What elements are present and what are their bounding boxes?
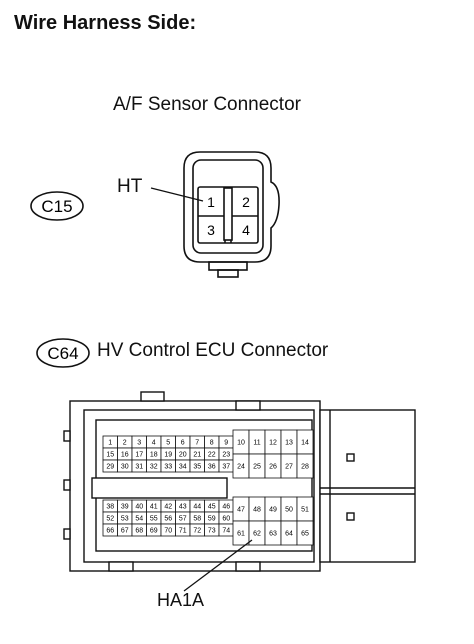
af-pin-4: 4 (242, 222, 250, 238)
c64-code: C64 (47, 344, 78, 363)
ecu-pin-44: 44 (193, 504, 201, 511)
af-sensor-pins: 1 2 3 4 (207, 194, 250, 238)
ecu-pin-30: 30 (121, 464, 129, 471)
ecu-pin-19: 19 (164, 452, 172, 459)
af-sensor-connector-body (183, 151, 280, 278)
ecu-pin-55: 55 (150, 516, 158, 523)
ecu-pin-17: 17 (135, 452, 143, 459)
ecu-pin-14: 14 (301, 440, 309, 447)
ecu-pin-38: 38 (106, 504, 114, 511)
ecu-pin-18: 18 (150, 452, 158, 459)
ecu-pin-53: 53 (121, 516, 129, 523)
ecu-pin-12: 12 (269, 440, 277, 447)
ecu-pin-51: 51 (301, 507, 309, 514)
ecu-pin-65: 65 (301, 531, 309, 538)
ecu-pin-62: 62 (253, 531, 261, 538)
ecu-pin-5: 5 (166, 440, 170, 447)
ecu-pin-45: 45 (208, 504, 216, 511)
ecu-pin-10: 10 (237, 440, 245, 447)
c64-tag: C64 (36, 338, 90, 368)
ecu-pin-40: 40 (135, 504, 143, 511)
af-pin-1: 1 (207, 194, 215, 210)
ecu-pin-29: 29 (106, 464, 114, 471)
ecu-pin-74: 74 (222, 528, 230, 535)
ecu-pin-64: 64 (285, 531, 293, 538)
af-pin-2: 2 (242, 194, 250, 210)
af-sensor-connector-title: A/F Sensor Connector (113, 94, 301, 115)
ecu-pin-52: 52 (106, 516, 114, 523)
ecu-pin-49: 49 (269, 507, 277, 514)
ecu-pin-67: 67 (121, 528, 129, 535)
ecu-pin-3: 3 (137, 440, 141, 447)
ecu-pin-6: 6 (181, 440, 185, 447)
ecu-pin-23: 23 (222, 452, 230, 459)
ecu-pin-2: 2 (123, 440, 127, 447)
ecu-pin-46: 46 (222, 504, 230, 511)
ecu-pin-21: 21 (193, 452, 201, 459)
ecu-pin-72: 72 (193, 528, 201, 535)
c15-tag: C15 (30, 191, 84, 221)
ecu-pin-7: 7 (195, 440, 199, 447)
ecu-pin-35: 35 (193, 464, 201, 471)
ecu-pin-20: 20 (179, 452, 187, 459)
ecu-pin-15: 15 (106, 452, 114, 459)
ecu-pin-26: 26 (269, 464, 277, 471)
af-pin-3: 3 (207, 222, 215, 238)
ecu-pin-61: 61 (237, 531, 245, 538)
ecu-pin-36: 36 (208, 464, 216, 471)
hv-ecu-connector-title: HV Control ECU Connector (97, 340, 329, 361)
ecu-pin-9: 9 (224, 440, 228, 447)
ecu-pin-66: 66 (106, 528, 114, 535)
ecu-pin-42: 42 (164, 504, 172, 511)
ecu-pin-73: 73 (208, 528, 216, 535)
ecu-pin-41: 41 (150, 504, 158, 511)
ecu-pin-59: 59 (208, 516, 216, 523)
ecu-pin-1: 1 (108, 440, 112, 447)
ecu-pin-27: 27 (285, 464, 293, 471)
ecu-pin-54: 54 (135, 516, 143, 523)
ecu-pin-48: 48 (253, 507, 261, 514)
ecu-pin-32: 32 (150, 464, 158, 471)
ecu-pin-71: 71 (179, 528, 187, 535)
ecu-pin-60: 60 (222, 516, 230, 523)
ecu-pin-28: 28 (301, 464, 309, 471)
ha1a-leader-line (183, 539, 253, 592)
ht-leader-line (150, 187, 204, 202)
ecu-pin-58: 58 (193, 516, 201, 523)
page-heading: Wire Harness Side: (14, 12, 197, 34)
ecu-pin-37: 37 (222, 464, 230, 471)
ecu-pin-57: 57 (179, 516, 187, 523)
ecu-pin-31: 31 (135, 464, 143, 471)
c15-code: C15 (41, 197, 72, 216)
ecu-pin-47: 47 (237, 507, 245, 514)
ecu-pin-68: 68 (135, 528, 143, 535)
ecu-pin-69: 69 (150, 528, 158, 535)
ecu-pin-cell (296, 453, 314, 479)
ha1a-pin-label: HA1A (157, 590, 205, 610)
hv-ecu-connector-body (63, 391, 416, 572)
ecu-pin-cell (296, 520, 314, 546)
ecu-pin-16: 16 (121, 452, 129, 459)
ecu-pin-56: 56 (164, 516, 172, 523)
ecu-pin-25: 25 (253, 464, 261, 471)
ecu-pin-50: 50 (285, 507, 293, 514)
ecu-pin-8: 8 (210, 440, 214, 447)
ecu-pin-33: 33 (164, 464, 172, 471)
ecu-pin-43: 43 (179, 504, 187, 511)
ecu-pin-39: 39 (121, 504, 129, 511)
ecu-pin-63: 63 (269, 531, 277, 538)
ecu-pin-34: 34 (179, 464, 187, 471)
ht-pin-label: HT (117, 176, 143, 197)
ecu-pin-24: 24 (237, 464, 245, 471)
ecu-pin-70: 70 (164, 528, 172, 535)
ecu-pin-4: 4 (152, 440, 156, 447)
ecu-pin-22: 22 (208, 452, 216, 459)
ecu-pin-13: 13 (285, 440, 293, 447)
ecu-pin-11: 11 (253, 440, 260, 447)
